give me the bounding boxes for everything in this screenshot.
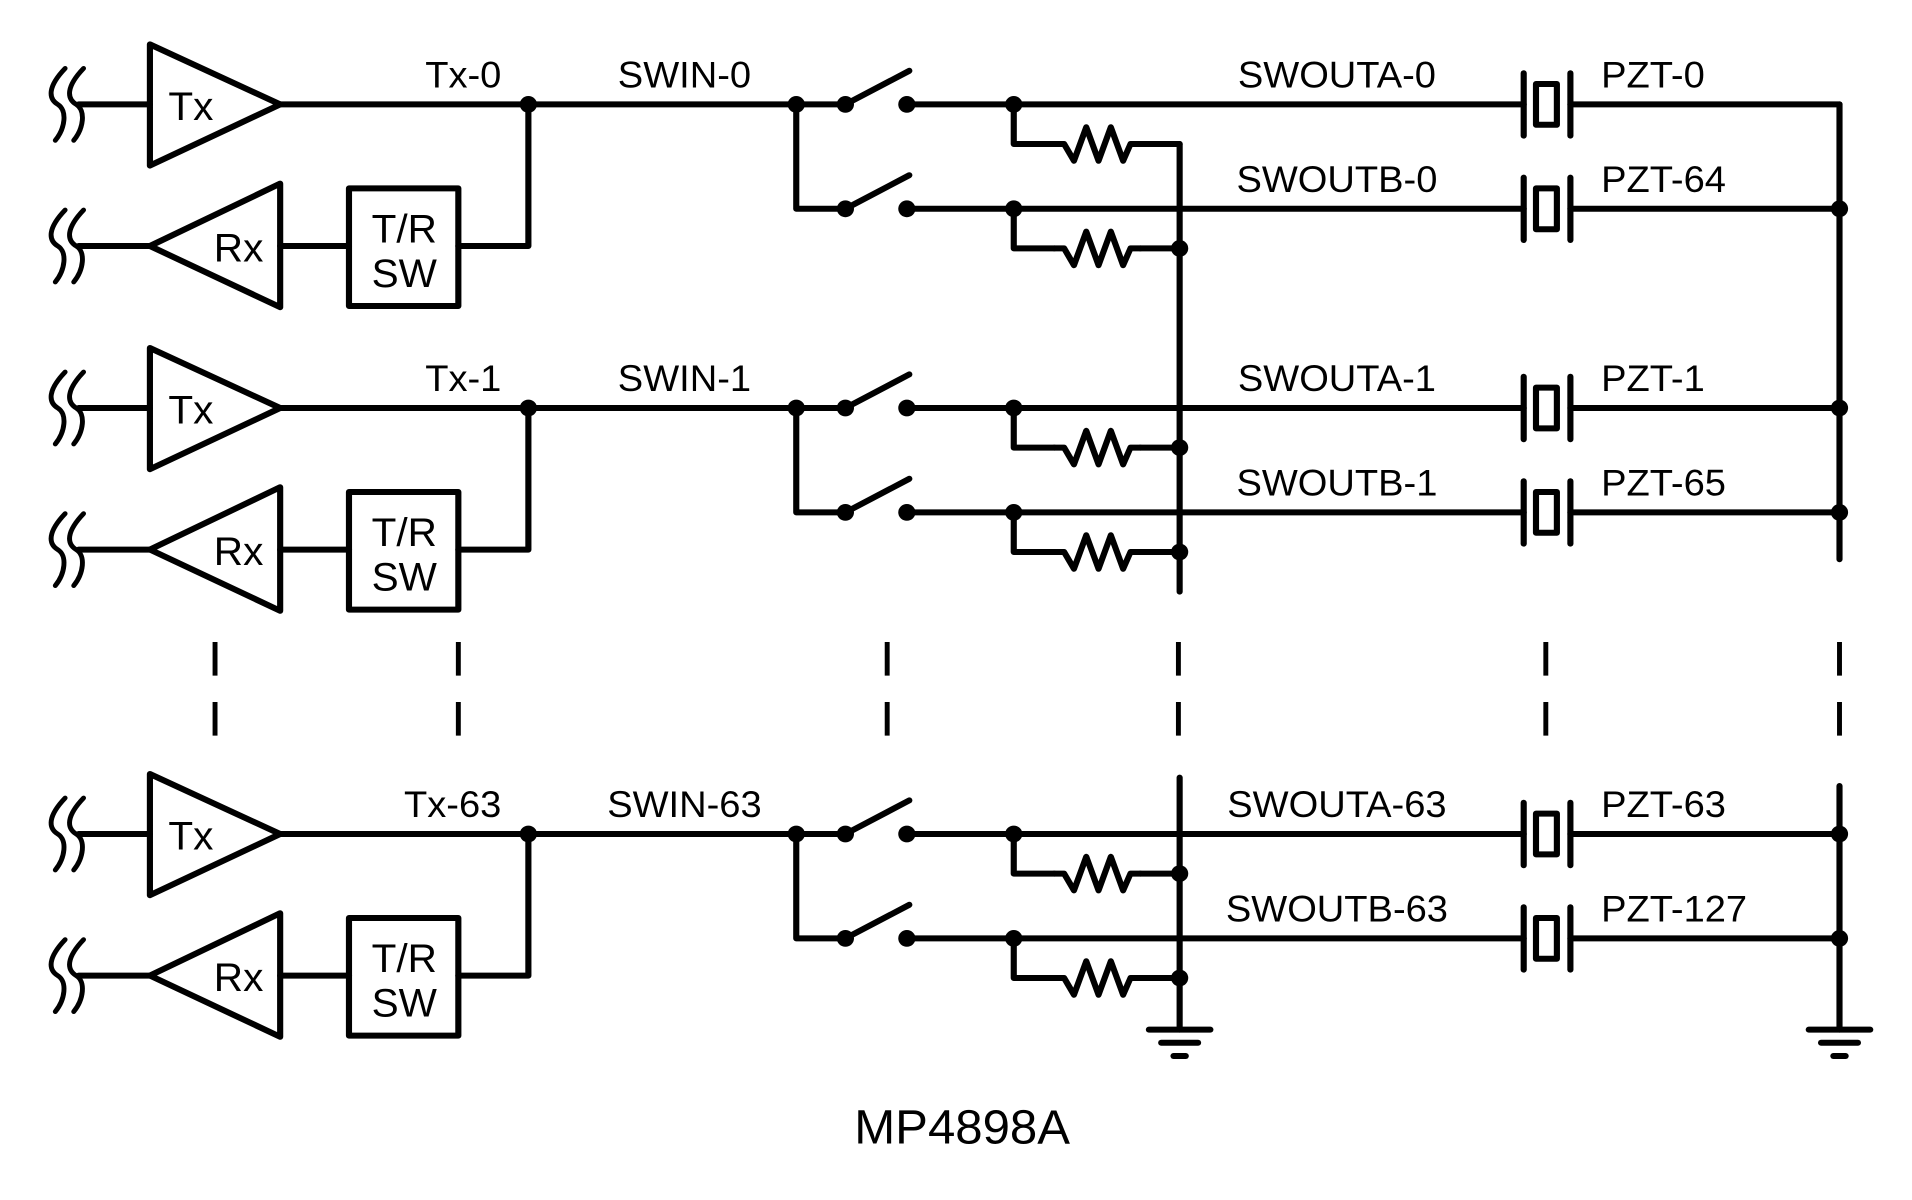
tx-amplifier: Tx — [146, 771, 284, 899]
tx-net-label: Tx-63 — [404, 784, 501, 825]
spst-switch-icon — [836, 797, 916, 843]
trsw-to-tx-wire — [455, 405, 532, 553]
tr-switch-label-line1: T/R — [372, 937, 437, 980]
tx-amplifier: Tx — [146, 41, 284, 169]
tx-block-label: Tx — [168, 815, 213, 858]
swoutb-net-label: SWOUTB-63 — [1226, 888, 1448, 929]
swin-net-label: SWIN-63 — [607, 784, 761, 825]
tx-junction-dot — [519, 825, 537, 843]
triangle-amplifier-icon — [146, 771, 284, 899]
swin-branch-wire — [793, 101, 849, 212]
rx-block-label: Rx — [214, 531, 264, 574]
spst-switch-icon — [836, 371, 916, 417]
tr-switch-label-line2: SW — [372, 252, 437, 295]
trsw-to-tx-wire — [455, 831, 532, 979]
pzt-b-label: PZT-65 — [1601, 462, 1726, 503]
pzt-b-label: PZT-64 — [1601, 158, 1726, 199]
pzt-a-label: PZT-63 — [1601, 784, 1726, 825]
swin-branch-wire — [793, 405, 849, 516]
zigzag-resistor-icon — [1051, 853, 1144, 894]
tr-switch-block: T/RSW — [345, 915, 462, 1039]
rx-amplifier: Rx — [146, 180, 284, 311]
ground-icon — [1805, 1026, 1874, 1059]
rx-amplifier: Rx — [146, 484, 284, 614]
switch-contact-dot — [898, 200, 916, 218]
swoutb-net-label: SWOUTB-1 — [1236, 462, 1437, 503]
swouta-net-label: SWOUTA-63 — [1227, 784, 1446, 825]
diagram-title: MP4898A — [854, 1101, 1070, 1154]
rx-block-label: Rx — [214, 957, 264, 1000]
resistor-lead-wire — [1010, 205, 1058, 252]
pzt-a-label: PZT-1 — [1601, 358, 1705, 399]
resistor-lead-wire — [1010, 405, 1058, 451]
tx-amplifier: Tx — [146, 345, 284, 473]
zigzag-resistor-icon — [1051, 958, 1144, 998]
tr-switch-label-line1: T/R — [372, 208, 437, 251]
swouta-net-label: SWOUTA-1 — [1238, 358, 1436, 399]
pzt-b-label: PZT-127 — [1601, 888, 1747, 929]
tx-net-label: Tx-0 — [425, 54, 501, 95]
tx-block-label: Tx — [168, 389, 213, 432]
tx-block-label: Tx — [168, 85, 213, 128]
ground-icon — [1145, 1026, 1214, 1059]
switch-contact-dot — [898, 504, 916, 521]
piezo-crystal-icon — [1520, 799, 1574, 869]
rx-amplifier: Rx — [146, 910, 284, 1040]
resistor-lead-wire — [1010, 935, 1058, 981]
resistor-lead-wire — [1010, 509, 1058, 555]
spst-switch-icon — [836, 901, 916, 947]
tr-switch-block: T/RSW — [345, 488, 462, 613]
switch-contact-dot — [898, 825, 916, 843]
triangle-amplifier-icon — [146, 41, 284, 169]
resistor-bus-upper — [1137, 141, 1183, 595]
piezo-crystal-icon — [1520, 174, 1574, 243]
triangle-amplifier-icon — [146, 345, 284, 473]
swin-net-label: SWIN-0 — [618, 54, 751, 95]
piezo-crystal-icon — [1520, 70, 1574, 139]
spst-switch-icon — [836, 172, 916, 218]
continuation-dashes — [212, 642, 1842, 744]
swouta-net-label: SWOUTA-0 — [1238, 54, 1436, 95]
zigzag-resistor-icon — [1051, 228, 1144, 269]
zigzag-resistor-icon — [1051, 532, 1144, 572]
spst-switch-icon — [836, 475, 916, 521]
swin-branch-wire — [793, 831, 849, 942]
swoutb-net-label: SWOUTB-0 — [1236, 158, 1437, 199]
trsw-to-tx-wire — [455, 101, 532, 249]
tx-net-label: Tx-1 — [425, 358, 501, 399]
piezo-crystal-icon — [1520, 373, 1574, 443]
piezo-crystal-icon — [1520, 904, 1574, 973]
swin-net-label: SWIN-1 — [618, 358, 751, 399]
tx-junction-dot — [519, 96, 537, 113]
switch-contact-dot — [898, 96, 916, 113]
tx-junction-dot — [519, 399, 537, 417]
resistor-lead-wire — [1010, 831, 1058, 877]
pzt-a-label: PZT-0 — [1601, 54, 1705, 95]
tr-switch-block: T/RSW — [345, 185, 462, 309]
tr-switch-label-line1: T/R — [372, 511, 437, 554]
tr-switch-label-line2: SW — [372, 556, 437, 599]
switch-contact-dot — [898, 930, 916, 947]
rx-block-label: Rx — [214, 227, 264, 270]
spst-switch-icon — [836, 67, 916, 113]
tr-switch-label-line2: SW — [372, 982, 437, 1025]
switch-contact-dot — [898, 399, 916, 417]
zigzag-resistor-icon — [1051, 427, 1144, 468]
zigzag-resistor-icon — [1051, 124, 1144, 164]
piezo-crystal-icon — [1520, 478, 1574, 547]
resistor-lead-wire — [1010, 101, 1058, 147]
